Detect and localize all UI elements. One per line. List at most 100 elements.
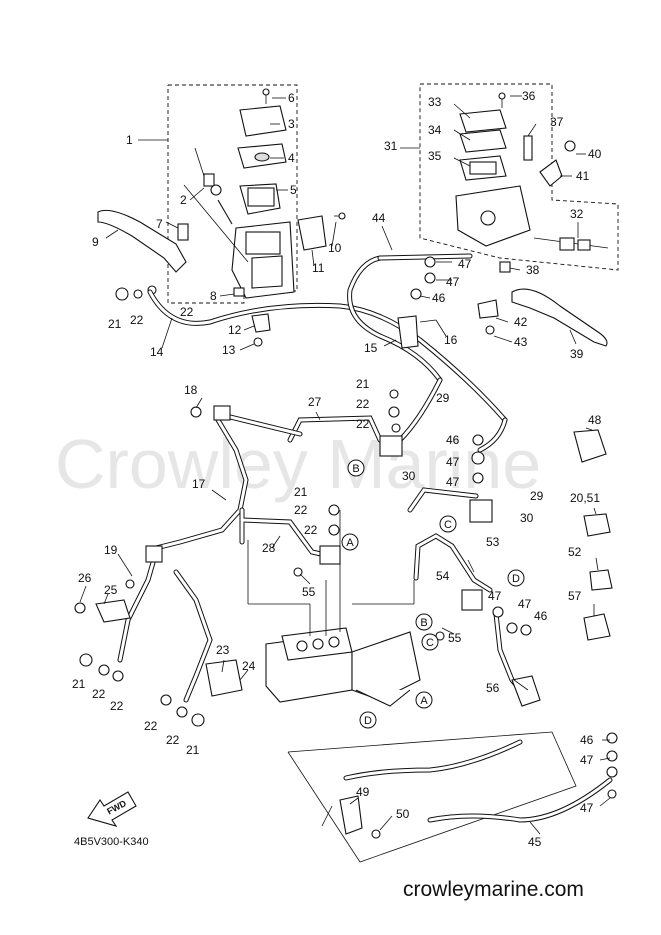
callout-47-c: 47 xyxy=(446,455,460,469)
abs-hydraulic-unit xyxy=(247,510,421,707)
callout-22-upper: 22 xyxy=(130,313,144,327)
ref-marker-d: D xyxy=(512,573,520,585)
callout-55-left: 55 xyxy=(302,585,316,599)
callout-47-d: 47 xyxy=(446,475,460,489)
callout-39: 39 xyxy=(570,347,584,361)
callout-47-a: 47 xyxy=(458,257,472,271)
ref-marker-b-lower: B xyxy=(420,617,427,629)
callout-11: 11 xyxy=(312,261,325,275)
drawing-code: 4B5V300-K340 xyxy=(74,836,149,848)
callout-21-center: 21 xyxy=(294,485,308,499)
ref-marker-d-lower: D xyxy=(364,715,372,727)
leader-lines xyxy=(79,95,611,835)
callout-22-lower-b: 22 xyxy=(166,733,180,747)
callout-47-e: 47 xyxy=(488,589,502,603)
callout-40: 40 xyxy=(588,147,602,161)
callout-46-right: 46 xyxy=(534,609,548,623)
callout-4: 4 xyxy=(288,151,295,165)
callout-50: 50 xyxy=(396,807,410,821)
callout-47-g: 47 xyxy=(580,753,594,767)
reference-markers: B A C D B C A D xyxy=(341,459,525,729)
callout-22-left-a: 22 xyxy=(92,687,106,701)
callout-21-lower: 21 xyxy=(186,743,200,757)
callout-16: 16 xyxy=(444,333,458,347)
callout-22-mid-a: 22 xyxy=(356,397,370,411)
callout-41: 41 xyxy=(576,169,590,183)
callout-23: 23 xyxy=(216,643,230,657)
right-master-cylinder-group xyxy=(419,83,619,347)
callout-5: 5 xyxy=(290,183,297,197)
callout-8: 8 xyxy=(210,289,217,303)
callout-29-lower: 29 xyxy=(530,489,544,503)
callout-29-upper: 29 xyxy=(436,391,450,405)
ref-marker-b: B xyxy=(352,463,359,475)
callout-24: 24 xyxy=(242,659,256,673)
ref-marker-a: A xyxy=(346,537,354,549)
callout-2: 2 xyxy=(180,193,187,207)
parking-brake-cable-section xyxy=(287,731,618,863)
callout-36: 36 xyxy=(522,89,536,103)
watermark: Crowley Marine xyxy=(55,425,541,503)
callout-52: 52 xyxy=(568,545,582,559)
ref-marker-c-lower: C xyxy=(426,637,434,649)
left-master-cylinder-group xyxy=(97,84,346,347)
callout-47-b: 47 xyxy=(446,275,460,289)
callout-56: 56 xyxy=(486,681,500,695)
part-number-callouts: 1 2 3 4 5 6 7 8 9 10 11 12 13 14 15 16 1… xyxy=(72,89,602,849)
callout-21-upper: 21 xyxy=(108,317,122,331)
callout-32: 32 xyxy=(570,207,584,221)
callout-18: 18 xyxy=(184,383,198,397)
callout-21-left: 21 xyxy=(72,677,86,691)
callout-1: 1 xyxy=(126,133,133,147)
callout-37: 37 xyxy=(550,115,564,129)
callout-31: 31 xyxy=(384,139,398,153)
callout-28: 28 xyxy=(262,541,276,555)
ref-marker-c: C xyxy=(444,519,452,531)
callout-21-mid: 21 xyxy=(356,377,370,391)
callout-30-upper: 30 xyxy=(402,469,416,483)
callout-46-bottom: 46 xyxy=(580,733,594,747)
callout-10: 10 xyxy=(328,241,342,255)
callout-49: 49 xyxy=(356,785,370,799)
callout-22-center-b: 22 xyxy=(304,523,318,537)
callout-48: 48 xyxy=(588,413,602,427)
callout-47-h: 47 xyxy=(580,801,594,815)
callout-54: 54 xyxy=(436,569,450,583)
website-footer: crowleymarine.com xyxy=(403,878,584,901)
callout-42: 42 xyxy=(514,315,528,329)
callout-19: 19 xyxy=(104,543,118,557)
callout-7: 7 xyxy=(156,217,163,231)
callout-27: 27 xyxy=(308,395,322,409)
callout-22-center-a: 22 xyxy=(294,503,308,517)
forward-direction-arrow: FWD xyxy=(87,791,137,827)
callout-53: 53 xyxy=(486,535,500,549)
callout-45: 45 xyxy=(528,835,542,849)
callout-57: 57 xyxy=(568,589,582,603)
callout-43: 43 xyxy=(514,335,528,349)
callout-35: 35 xyxy=(428,149,442,163)
callout-34: 34 xyxy=(428,123,442,137)
callout-47-f: 47 xyxy=(518,597,532,611)
callout-6: 6 xyxy=(288,91,295,105)
callout-25: 25 xyxy=(104,583,118,597)
callout-30-lower: 30 xyxy=(520,511,534,525)
callout-17: 17 xyxy=(192,477,206,491)
callout-3: 3 xyxy=(288,117,295,131)
callout-38: 38 xyxy=(526,263,540,277)
callout-22-mc: 22 xyxy=(180,305,194,319)
callout-46-mid: 46 xyxy=(446,433,460,447)
callout-22-lower-a: 22 xyxy=(144,719,158,733)
callout-46-upper: 46 xyxy=(432,291,446,305)
callout-22-mid-b: 22 xyxy=(356,417,370,431)
callout-26: 26 xyxy=(78,571,92,585)
callout-13: 13 xyxy=(222,343,236,357)
callout-9: 9 xyxy=(92,235,99,249)
callout-44: 44 xyxy=(372,211,386,225)
callout-15: 15 xyxy=(364,341,378,355)
callout-14: 14 xyxy=(150,345,164,359)
callout-12: 12 xyxy=(228,323,242,337)
callout-20-51: 20,51 xyxy=(570,491,600,505)
ref-marker-a-lower: A xyxy=(420,695,428,707)
callout-33: 33 xyxy=(428,95,442,109)
